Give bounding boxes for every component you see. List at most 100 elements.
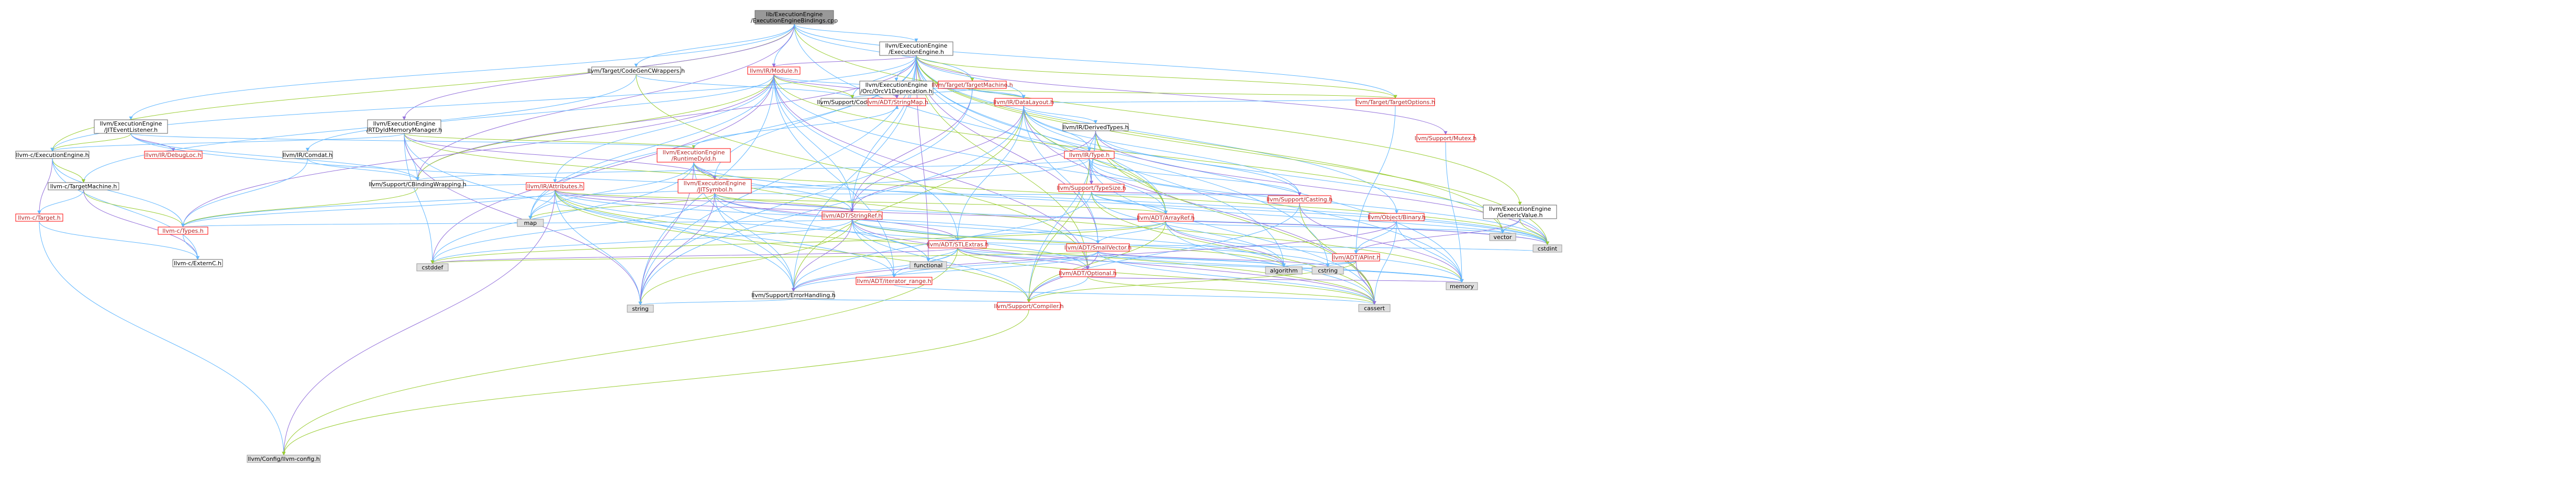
node-support-mutex[interactable]: llvm/Support/Mutex.h — [1415, 134, 1477, 142]
node-c-target[interactable]: llvm-c/Target.h — [15, 213, 63, 222]
node-ir-type[interactable]: llvm/IR/Type.h — [1064, 151, 1115, 159]
node-label: llvm/ExecutionEngine — [100, 120, 162, 127]
edge-ee-h-to-target-options — [916, 55, 1397, 99]
node-target-machine[interactable]: llvm/Target/TargetMachine.h — [931, 81, 1013, 89]
node-std-algorithm[interactable]: algorithm — [1265, 266, 1303, 275]
node-label: llvm-c/ExecutionEngine.h — [16, 152, 88, 159]
edge-ee-rtdyld-to-ee-runtimedyld — [404, 133, 696, 149]
node-c-targetmachine[interactable]: llvm-c/TargetMachine.h — [48, 182, 119, 190]
node-std-vector[interactable]: vector — [1489, 233, 1516, 241]
edge-adt-stringref-to-std-string — [638, 219, 852, 305]
edge-root-to-support-cbinding — [416, 24, 795, 181]
node-std-string[interactable]: string — [627, 304, 654, 313]
node-ee-jitlistener[interactable]: llvm/ExecutionEngine/JITEventListener.h — [94, 119, 168, 134]
node-support-cbinding[interactable]: llvm/Support/CBindingWrapping.h — [369, 180, 467, 188]
node-ir-attributes[interactable]: llvm/IR/Attributes.h — [526, 182, 584, 190]
edge-ir-type-to-support-cbinding — [416, 158, 1090, 181]
node-label: llvm/ADT/iterator_range.h — [857, 278, 931, 285]
node-support-errorhandling[interactable]: llvm/Support/ErrorHandling.h — [751, 291, 836, 299]
node-std-map[interactable]: map — [517, 219, 544, 227]
node-std-functional[interactable]: functional — [909, 261, 947, 269]
node-adt-smallvector[interactable]: llvm/ADT/SmallVector.h — [1064, 243, 1132, 252]
edge-ee-rtdyld-to-ee-jitsymbol — [404, 133, 717, 180]
node-box — [1268, 195, 1331, 203]
node-adt-stlextras[interactable]: llvm/ADT/STLExtras.h — [927, 240, 989, 248]
edge-ee-jitsymbol-to-support-casting — [714, 191, 1300, 196]
edge-ir-derivedtypes-to-support-casting — [1095, 130, 1302, 196]
node-c-ee[interactable]: llvm-c/ExecutionEngine.h — [15, 151, 90, 159]
edge-ir-module-to-support-cbinding — [416, 74, 774, 181]
edge-ir-attributes-to-adt-arrayref — [554, 189, 1168, 214]
node-ir-derivedtypes[interactable]: llvm/IR/DerivedTypes.h — [1062, 123, 1129, 131]
node-support-compiler[interactable]: llvm/Support/Compiler.h — [994, 302, 1064, 310]
node-ir-datalayout[interactable]: llvm/IR/DataLayout.h — [993, 98, 1054, 106]
node-label: llvm/Config/llvm-config.h — [248, 456, 320, 462]
node-adt-arrayref[interactable]: llvm/ADT/ArrayRef.h — [1137, 213, 1195, 222]
node-label: llvm/ADT/APInt.h — [1332, 254, 1381, 261]
node-box — [1064, 151, 1115, 159]
node-box — [158, 227, 208, 235]
edge-ir-datalayout-to-std-string — [638, 105, 1024, 305]
node-root[interactable]: lib/ExecutionEngine/ExecutionEngineBindi… — [751, 10, 838, 25]
node-ee-h[interactable]: llvm/ExecutionEngine/ExecutionEngine.h — [879, 41, 953, 56]
node-box — [247, 455, 321, 463]
edge-adt-apint-to-support-compiler — [1027, 261, 1357, 303]
node-box — [15, 213, 63, 222]
node-std-cassert[interactable]: cassert — [1358, 304, 1391, 312]
node-ee-runtimedyld[interactable]: llvm/ExecutionEngine/RuntimeDyld.h — [657, 148, 731, 163]
node-label: llvm/ADT/StringRef.h — [823, 212, 882, 219]
node-support-casting[interactable]: llvm/Support/Casting.h — [1267, 195, 1333, 203]
edge-ir-type-to-support-compiler — [1027, 158, 1090, 303]
edge-ee-h-to-support-mutex — [916, 55, 1448, 135]
node-ee-genericvalue[interactable]: llvm/ExecutionEngine/GenericValue.h — [1483, 205, 1557, 219]
node-adt-iterator-range[interactable]: llvm/ADT/iterator_range.h — [856, 277, 932, 285]
node-label: llvm/ADT/STLExtras.h — [927, 241, 989, 248]
node-ir-debugloc[interactable]: llvm/IR/DebugLoc.h — [144, 151, 203, 159]
edge-ee-jitsymbol-to-std-cstddef — [430, 193, 715, 264]
edge-ir-module-to-adt-stlextras — [773, 74, 960, 241]
node-support-typesize[interactable]: llvm/Support/TypeSize.h — [1057, 184, 1126, 192]
node-adt-optional[interactable]: llvm/ADT/Optional.h — [1059, 269, 1117, 277]
node-std-cstdint[interactable]: cstdint — [1533, 244, 1562, 253]
node-config[interactable]: llvm/Config/llvm-config.h — [247, 455, 321, 463]
node-ir-comdat[interactable]: llvm/IR/Comdat.h — [282, 151, 333, 159]
node-target-options[interactable]: llvm/Target/TargetOptions.h — [1356, 98, 1435, 106]
node-box — [754, 10, 834, 25]
edge-codegen-cwrap-to-c-targetmachine — [82, 74, 637, 183]
edge-ir-module-to-std-vector — [773, 74, 1505, 234]
node-adt-stringref[interactable]: llvm/ADT/StringRef.h — [821, 211, 883, 220]
edge-adt-smallvector-to-std-cstddef — [431, 251, 1098, 264]
node-c-types[interactable]: llvm-c/Types.h — [158, 227, 208, 235]
node-std-memory[interactable]: memory — [1446, 282, 1478, 290]
edge-ir-module-to-ir-comdat — [306, 74, 774, 152]
node-box — [879, 41, 953, 56]
node-ee-jitsymbol[interactable]: llvm/ExecutionEngine/JITSymbol.h — [678, 179, 752, 194]
node-codegen-cwrap[interactable]: llvm/Target/CodeGenCWrappers.h — [587, 66, 685, 75]
node-orc-dep[interactable]: llvm/ExecutionEngine/Orc/OrcV1Deprecatio… — [859, 81, 934, 95]
edge-adt-stlextras-to-std-memory — [957, 247, 1464, 283]
edge-root-to-codegen-cwrap — [634, 24, 795, 67]
edge-ee-jitsymbol-to-support-errorhandling — [714, 193, 795, 292]
edge-support-errorhandling-to-support-compiler — [793, 298, 1030, 303]
edge-c-ee-to-c-externc — [52, 158, 199, 260]
node-ir-module[interactable]: llvm/IR/Module.h — [747, 66, 801, 75]
edge-ir-module-to-support-codegen — [773, 74, 854, 99]
node-std-cstddef[interactable]: cstddef — [416, 263, 449, 271]
node-object-binary[interactable]: llvm/Object/Binary.h — [1368, 213, 1426, 221]
node-adt-stringmap[interactable]: llvm/ADT/StringMap.h — [865, 98, 928, 106]
node-box — [172, 259, 223, 267]
edge-layer — [37, 24, 1549, 456]
node-label: llvm/Object/Binary.h — [1368, 214, 1426, 221]
edge-support-errorhandling-to-std-string — [638, 298, 794, 305]
edge-ir-module-to-adt-stringref — [773, 74, 854, 212]
edge-ee-rtdyld-to-support-errorhandling — [404, 133, 795, 292]
node-ee-rtdyld[interactable]: llvm/ExecutionEngine/RTDyldMemoryManager… — [367, 119, 442, 134]
node-c-externc[interactable]: llvm-c/ExternC.h — [172, 259, 223, 267]
edge-ee-h-to-adt-optional — [916, 55, 1090, 270]
node-adt-apint[interactable]: llvm/ADT/APInt.h — [1332, 253, 1381, 262]
node-label: llvm/IR/DebugLoc.h — [146, 152, 202, 159]
edge-root-to-ee-h — [794, 24, 918, 42]
edge-support-typesize-to-std-algorithm — [1091, 191, 1286, 267]
node-std-cstring[interactable]: cstring — [1312, 266, 1344, 275]
edge-ee-runtimedyld-to-std-cstddef — [430, 162, 694, 264]
